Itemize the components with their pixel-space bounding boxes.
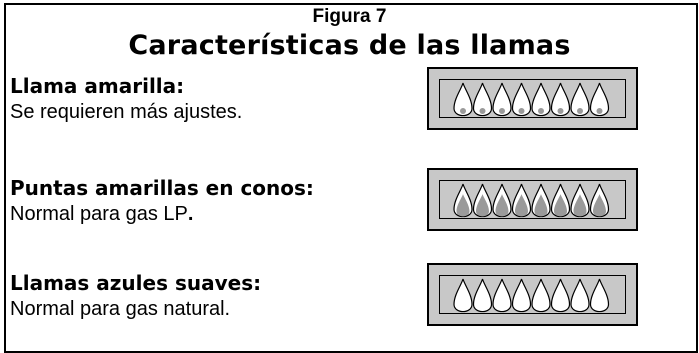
row-heading: Llamas azules suaves: xyxy=(10,271,262,295)
flame-core xyxy=(554,194,567,217)
figure-label: Figura 7 xyxy=(312,6,387,27)
flame-core xyxy=(538,108,544,114)
flame xyxy=(550,183,571,218)
flame-row-yellow: Llama amarilla: Se requieren más ajustes… xyxy=(10,74,242,125)
flame xyxy=(570,278,590,313)
flame-core xyxy=(460,108,466,114)
flame xyxy=(492,278,512,313)
soft-blue-flame-icon xyxy=(453,278,610,313)
flame xyxy=(472,183,493,218)
flame-row-soft-blue: Llamas azules suaves: Normal para gas na… xyxy=(10,271,261,322)
flame xyxy=(453,278,473,313)
flame-core xyxy=(495,194,509,217)
row-description: Normal para gas LP. xyxy=(10,201,314,227)
flame xyxy=(570,82,590,117)
flame xyxy=(472,278,493,313)
flame xyxy=(472,82,493,117)
flame xyxy=(511,278,532,313)
flame xyxy=(453,183,473,218)
flame xyxy=(589,278,610,313)
flame xyxy=(531,82,551,117)
flame xyxy=(550,278,571,313)
flame-core xyxy=(534,194,548,217)
flame-core xyxy=(518,108,525,114)
row-description: Se requieren más ajustes. xyxy=(10,101,243,123)
flame xyxy=(453,82,473,117)
flame xyxy=(531,183,551,218)
flame xyxy=(511,82,532,117)
flame xyxy=(589,183,610,218)
flame xyxy=(570,183,590,218)
row-description-text: Normal para gas LP xyxy=(10,203,188,225)
yellow-tips-illustration xyxy=(427,168,638,231)
flame xyxy=(589,82,610,117)
flame-core xyxy=(515,194,528,217)
row-description-suffix: . xyxy=(187,203,194,225)
yellow-tips-flame-icon xyxy=(453,183,610,218)
flame-core xyxy=(557,108,564,114)
flame-core xyxy=(476,194,489,217)
flame xyxy=(531,278,551,313)
flame-core xyxy=(577,108,583,114)
figure-title: Características de las llamas xyxy=(128,30,571,61)
flame-core xyxy=(456,194,470,217)
flame-core xyxy=(593,194,606,217)
yellow-flame-icon xyxy=(453,82,610,117)
row-heading: Llama amarilla: xyxy=(10,74,185,98)
flame xyxy=(550,82,571,117)
flame-core xyxy=(596,108,603,114)
flame-core xyxy=(573,194,587,217)
flame xyxy=(492,183,512,218)
row-heading: Puntas amarillas en conos: xyxy=(10,176,314,200)
soft-blue-illustration xyxy=(427,263,638,326)
yellow-flame-illustration xyxy=(427,67,638,130)
flame-core xyxy=(499,108,505,114)
flame xyxy=(492,82,512,117)
flame-row-yellow-tips: Puntas amarillas en conos: Normal para g… xyxy=(10,176,314,227)
row-description: Normal para gas natural. xyxy=(10,298,231,320)
flame xyxy=(511,183,532,218)
flame-core xyxy=(479,108,486,114)
